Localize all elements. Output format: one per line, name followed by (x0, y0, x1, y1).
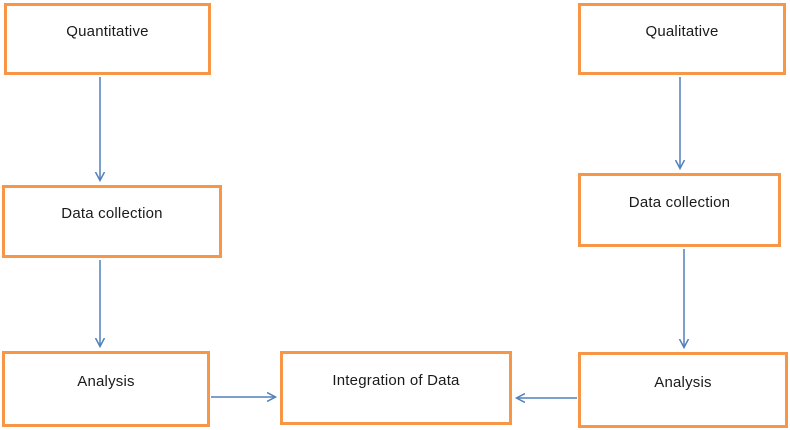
flow-node-qualitative: Qualitative (578, 3, 786, 75)
flow-node-label: Data collection (628, 193, 731, 211)
flow-node-quantitative: Quantitative (4, 3, 211, 75)
flow-node-label: Data collection (61, 205, 163, 222)
flow-node-label: Integration of Data (332, 371, 460, 389)
flow-node-analysis-left: Analysis (2, 351, 210, 427)
flow-node-analysis-right: Analysis (578, 352, 788, 428)
flow-node-integration-of-data: Integration of Data (280, 351, 512, 425)
flow-node-label: Quantitative (66, 22, 149, 40)
flow-node-data-collection-right: Data collection (578, 173, 781, 247)
flow-node-label: Analysis (654, 373, 712, 391)
flow-node-label: Analysis (77, 372, 135, 390)
flow-node-data-collection-left: Data collection (2, 185, 222, 258)
flow-node-label: Qualitative (645, 22, 719, 40)
